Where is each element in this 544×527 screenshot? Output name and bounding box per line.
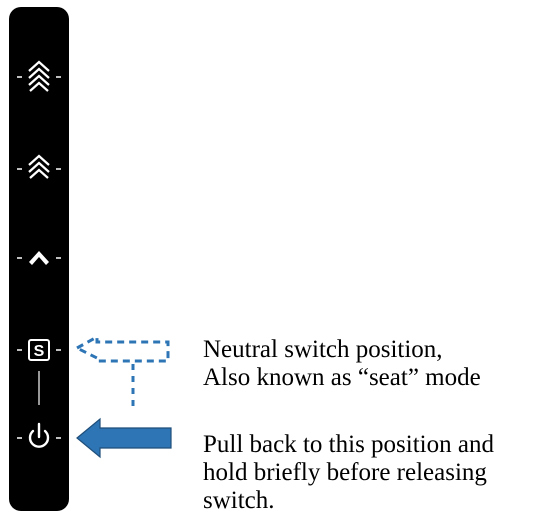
- position-double-chevron: [17, 154, 61, 179]
- triple-chevron-up-icon: [28, 60, 50, 92]
- position-triple-chevron: [17, 60, 61, 92]
- chevron-up-icon: [29, 251, 49, 265]
- position-seat: S: [17, 339, 61, 361]
- position-power: [17, 422, 61, 448]
- s-box-icon: [28, 339, 50, 361]
- switch-panel: [9, 7, 69, 511]
- power-icon: [28, 422, 50, 448]
- pull-caption-line-2: hold briefly before releasing: [203, 459, 487, 486]
- neutral-caption: Neutral switch position, Also known as “…: [203, 336, 481, 392]
- double-chevron-up-icon: [28, 154, 50, 179]
- pull-caption-line-1: Pull back to this position and: [203, 431, 494, 458]
- pull-solid-arrow: [76, 417, 172, 459]
- neutral-dashed-arrow: [73, 334, 170, 412]
- neutral-caption-line-2: Also known as “seat” mode: [203, 364, 481, 391]
- pull-caption-line-3: switch.: [203, 487, 275, 514]
- position-single-chevron: [17, 251, 61, 265]
- pull-caption: Pull back to this position and hold brie…: [203, 431, 494, 515]
- neutral-caption-line-1: Neutral switch position,: [203, 336, 443, 363]
- s-box-letter: S: [34, 343, 45, 360]
